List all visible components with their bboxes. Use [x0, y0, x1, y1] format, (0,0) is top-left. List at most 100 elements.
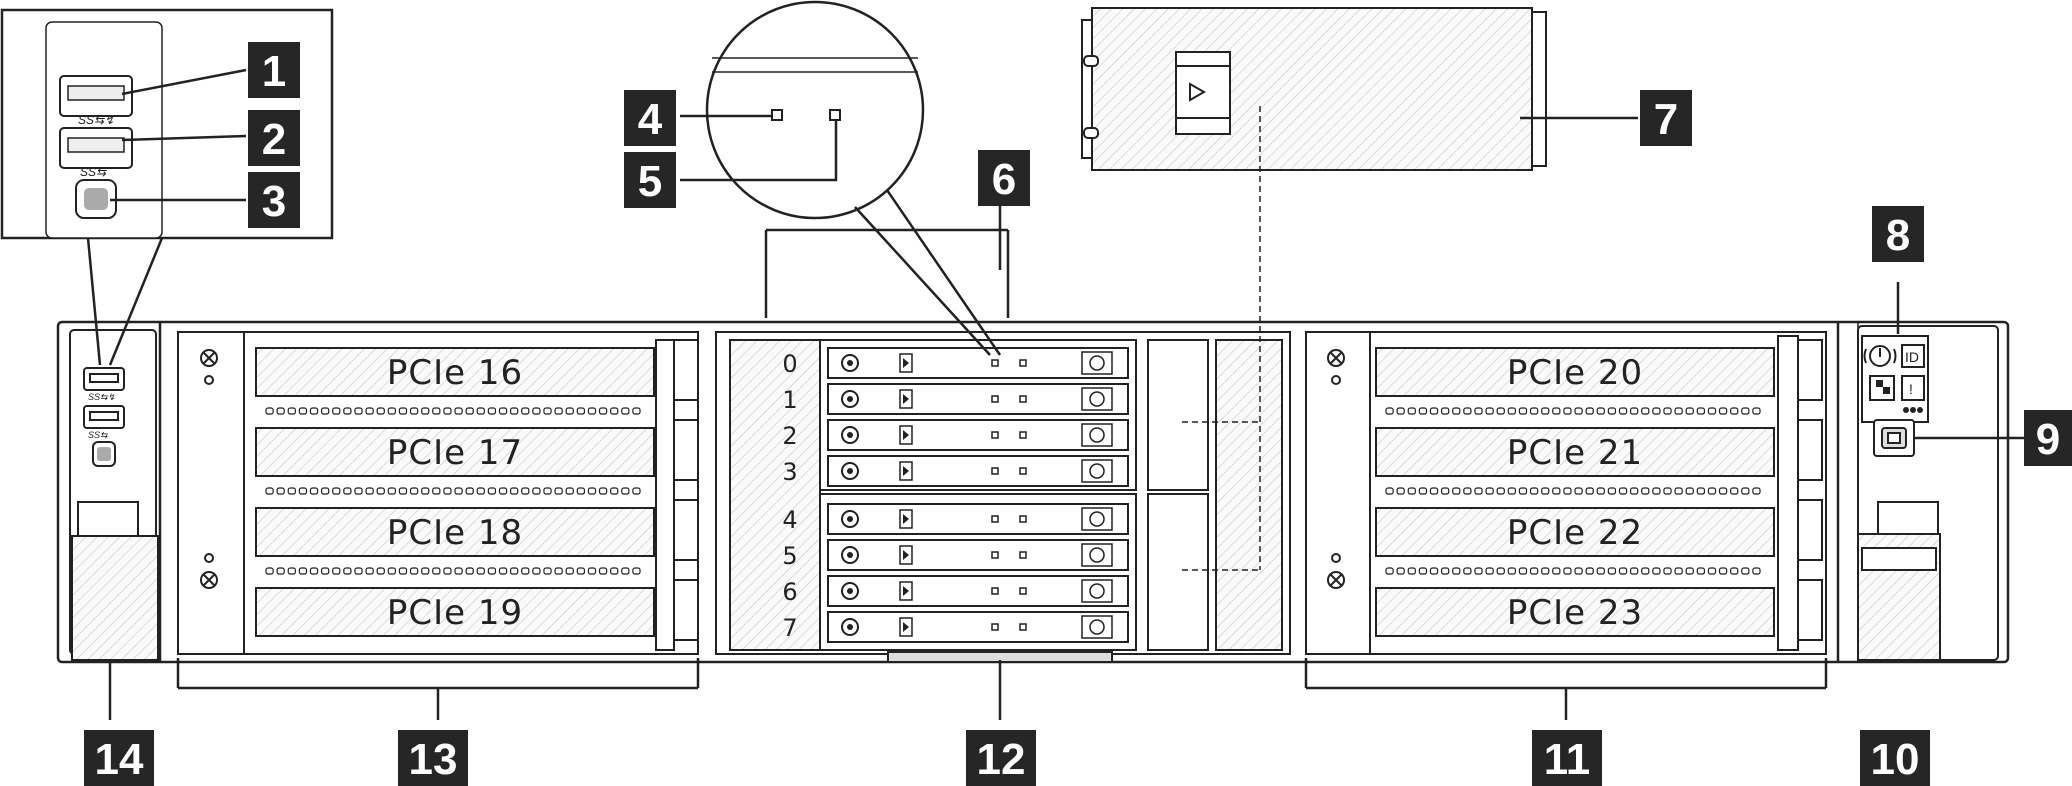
drive-bay-6[interactable] — [827, 575, 1129, 607]
drive-release-dot — [847, 360, 853, 366]
usb-management-port[interactable] — [1873, 419, 1915, 457]
vent-slot — [1685, 487, 1694, 495]
vent-slot — [1418, 567, 1428, 575]
drive-bay-7[interactable] — [827, 611, 1129, 643]
drive-release-dot — [847, 396, 853, 402]
vent-slot — [1618, 487, 1628, 495]
vent-slot — [298, 567, 308, 575]
rack-latch-left[interactable] — [71, 501, 159, 661]
right-pcie-slot-0[interactable]: PCIe 20 — [1375, 347, 1775, 397]
drive-handle — [1081, 507, 1113, 531]
drive-bay-5[interactable] — [827, 539, 1129, 571]
drive-handle-ring — [1089, 619, 1105, 635]
right-pcie-slot-3[interactable]: PCIe 23 — [1375, 587, 1775, 637]
drive-bay-0[interactable] — [827, 347, 1129, 379]
vent-slot — [543, 407, 552, 415]
callout-number: 11 — [1544, 735, 1591, 784]
vent-slot — [398, 407, 408, 415]
vent-slot — [543, 487, 552, 495]
vent-slot — [621, 407, 630, 415]
callout-8: 8 — [1872, 206, 1924, 262]
vent-slot — [1452, 567, 1461, 575]
vent-slot — [1741, 487, 1750, 495]
ocp-module[interactable] — [1081, 7, 1547, 171]
vent-slot — [320, 567, 330, 575]
vent-slot — [421, 567, 430, 575]
vent-slot — [576, 567, 586, 575]
drive-activity-led — [991, 467, 999, 475]
vent-slot — [409, 407, 419, 415]
vent-slot — [565, 567, 574, 575]
callout-badge — [1532, 730, 1602, 786]
alert-label: ! — [1909, 381, 1913, 397]
vent-slot — [587, 567, 597, 575]
vent-slot — [1730, 407, 1739, 415]
usb-port-1[interactable] — [83, 367, 125, 391]
vent-slot — [1574, 487, 1583, 495]
right-pcie-vent-row — [1385, 407, 1761, 415]
vent-slot — [1440, 487, 1450, 495]
left-pcie-slot-label: PCIe 16 — [387, 353, 523, 393]
drive-release-dot — [847, 624, 853, 630]
vent-slot — [1752, 487, 1761, 495]
left-pcie-slot-0[interactable]: PCIe 16 — [255, 347, 655, 397]
usb-port-2[interactable] — [83, 405, 125, 429]
vent-slot — [587, 487, 597, 495]
left-pcie-vent-row — [265, 487, 641, 495]
vent-slot — [1529, 567, 1539, 575]
vent-slot — [1552, 487, 1561, 495]
drive-bay-2[interactable] — [827, 419, 1129, 451]
callout-badge — [1640, 90, 1692, 146]
left-pcie-slot-3[interactable]: PCIe 19 — [255, 587, 655, 637]
callout-badge — [248, 110, 300, 166]
left-pcie-slot-1[interactable]: PCIe 17 — [255, 427, 655, 477]
drive-activity-led — [991, 587, 999, 595]
vent-slot — [1596, 407, 1605, 415]
id-button[interactable] — [1901, 344, 1925, 368]
vent-slot — [1730, 567, 1739, 575]
drive-bay-1[interactable] — [827, 383, 1129, 415]
vent-slot — [1585, 487, 1594, 495]
vent-slot — [487, 567, 497, 575]
vent-slot — [598, 567, 608, 575]
vent-slot — [332, 487, 341, 495]
left-rack-ear — [69, 329, 159, 661]
vent-slot — [1629, 567, 1639, 575]
vent-slot — [1518, 407, 1528, 415]
callout-badge — [398, 730, 468, 786]
callout-13: 13 — [398, 730, 468, 786]
callout-number: 4 — [638, 95, 663, 144]
callout-badge — [624, 152, 676, 208]
right-pcie-slot-1[interactable]: PCIe 21 — [1375, 427, 1775, 477]
vent-slot — [532, 407, 541, 415]
vent-slot — [465, 567, 474, 575]
vent-slot — [265, 487, 274, 495]
vent-slot — [421, 487, 430, 495]
mini-displayport[interactable] — [92, 441, 116, 467]
drive-status-led — [1019, 395, 1027, 403]
vent-slot — [509, 407, 519, 415]
callout-number: 2 — [262, 115, 286, 164]
drive-activity-led — [991, 623, 999, 631]
vent-slot — [354, 567, 363, 575]
drive-bay-4[interactable] — [827, 503, 1129, 535]
drive-bay-3[interactable] — [827, 455, 1129, 487]
callout-badge — [248, 42, 300, 98]
vent-slot — [465, 407, 474, 415]
vent-slot — [287, 567, 296, 575]
right-pcie-slot-2[interactable]: PCIe 22 — [1375, 507, 1775, 557]
left-pcie-slot-2[interactable]: PCIe 18 — [255, 507, 655, 557]
vent-slot — [454, 487, 463, 495]
vent-slot — [1730, 487, 1739, 495]
vent-slot — [1396, 407, 1405, 415]
vent-slot — [309, 407, 319, 415]
vent-slot — [1674, 407, 1683, 415]
rack-latch-right[interactable] — [1857, 533, 1941, 661]
power-button[interactable] — [1863, 345, 1897, 367]
vent-slot — [610, 487, 619, 495]
vent-slot — [298, 407, 308, 415]
drive-latch-arrow — [903, 586, 909, 596]
vent-slot — [1452, 407, 1461, 415]
vent-slot — [1652, 407, 1661, 415]
